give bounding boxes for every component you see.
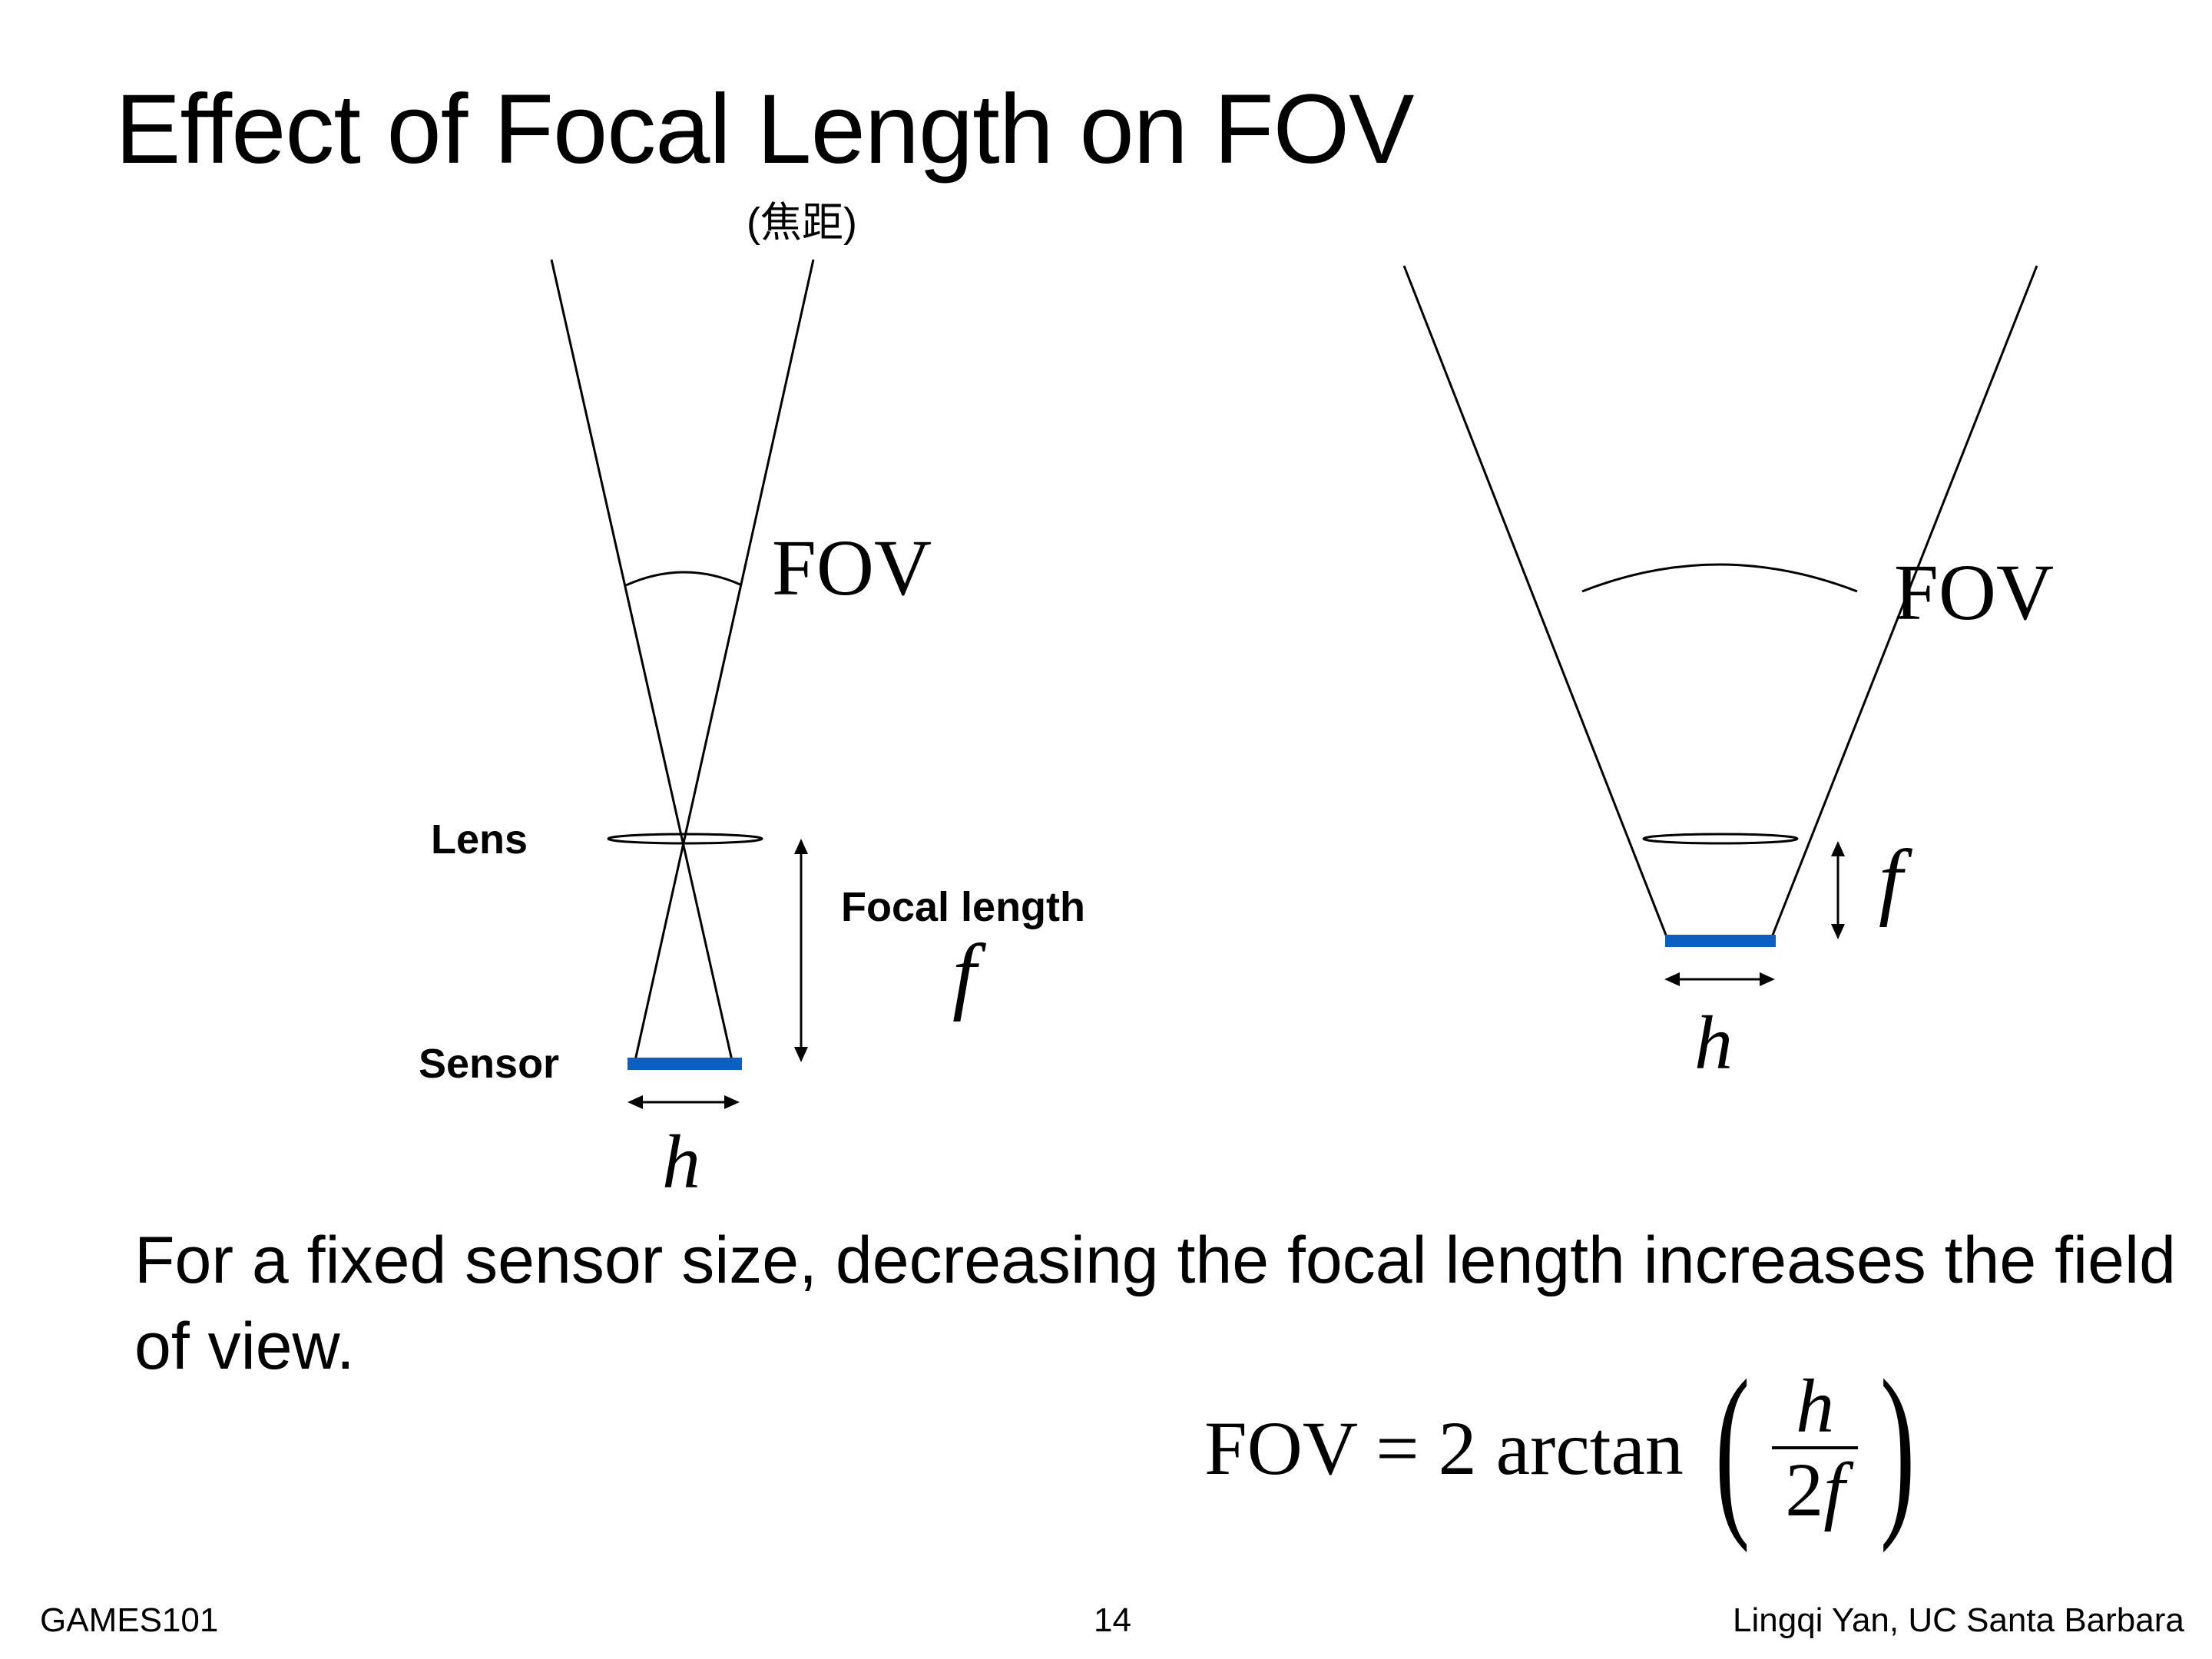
left-sensor-symbol: h [662,1119,700,1204]
right-sensor-symbol: h [1694,1000,1733,1085]
left-lens [607,833,763,845]
left-focal-arrow [794,839,808,1062]
right-diagram [1402,265,2038,986]
right-ray-2 [1769,265,2038,942]
left-fov-arc [625,571,743,587]
fov-formula: FOV = 2 arctan ( h 2f ) [1204,1352,1929,1544]
left-ray-1 [550,259,734,1065]
left-ray-2 [633,259,815,1065]
formula-open-paren: ( [1714,1341,1750,1554]
focal-length-label: Focal length [841,884,1086,930]
lens-label: Lens [431,816,528,863]
footer-author: Lingqi Yan, UC Santa Barbara [1733,1601,2184,1639]
left-diagram [550,259,815,1109]
right-ray-1 [1402,265,1670,942]
left-focal-symbol: f [952,927,977,1022]
formula-denominator: 2f [1785,1447,1846,1532]
right-focal-arrow [1831,841,1845,939]
left-fov-label: FOV [772,524,932,612]
slide-title: Effect of Focal Length on FOV [115,75,1414,184]
formula-numerator: h [1796,1363,1835,1449]
formula-fraction: h 2f [1772,1363,1859,1532]
right-focal-symbol: f [1879,833,1903,928]
right-sensor-width-arrow [1664,972,1775,986]
title-chinese-note: (焦距) [747,200,857,246]
formula-lhs: FOV = 2 arctan [1204,1405,1684,1491]
right-fov-label: FOV [1894,548,2055,637]
right-fov-arc [1581,563,1858,593]
left-sensor-width-arrow [628,1095,740,1109]
right-lens [1642,833,1799,845]
formula-fraction-bar [1772,1446,1859,1449]
caption-text: For a fixed sensor size, decreasing the … [134,1224,2176,1383]
footer-course: GAMES101 [40,1601,219,1639]
sensor-label: Sensor [419,1041,560,1087]
footer-page-number: 14 [1094,1601,1131,1639]
formula-close-paren: ) [1879,1341,1916,1554]
